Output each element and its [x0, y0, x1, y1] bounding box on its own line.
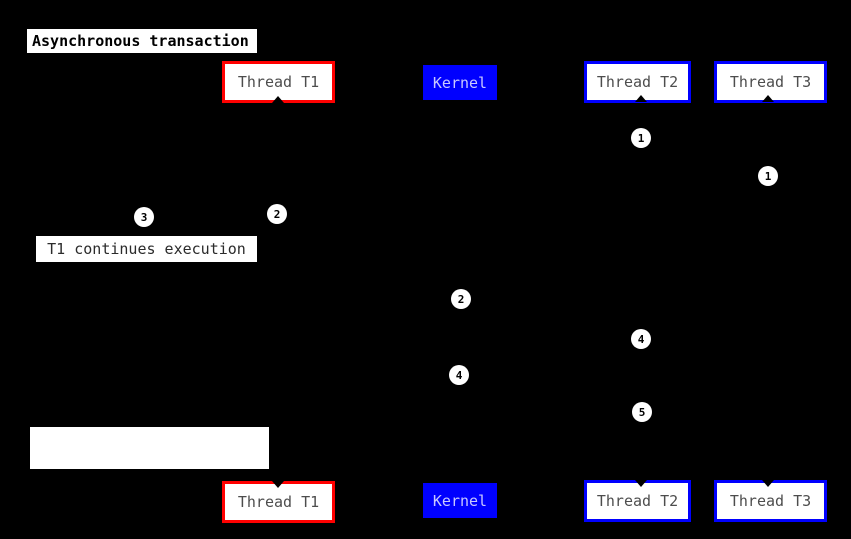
- lifeline-arrowhead-t1-bottom: [272, 481, 284, 488]
- lifeline-arrowhead-t2-top: [635, 95, 647, 102]
- sequence-marker-2-kernel: 2: [451, 289, 471, 309]
- sequence-marker-4-kernel: 4: [449, 365, 469, 385]
- sequence-marker-5-t2: 5: [632, 402, 652, 422]
- sequence-marker-3: 3: [134, 207, 154, 227]
- lifeline-arrowhead-t3-bottom: [762, 480, 774, 487]
- lifeline-arrowhead-t2-bottom: [635, 480, 647, 487]
- sequence-marker-1-t2: 1: [631, 128, 651, 148]
- lifeline-arrowhead-t1-top: [272, 96, 284, 103]
- note-t1-continues: T1 continues execution: [36, 236, 257, 262]
- sequence-marker-1-t3: 1: [758, 166, 778, 186]
- sequence-marker-4-t2: 4: [631, 329, 651, 349]
- sequence-marker-2-t1: 2: [267, 204, 287, 224]
- lifeline-arrowhead-t3-top: [762, 95, 774, 102]
- actor-thread-t3-bottom: Thread T3: [714, 480, 827, 522]
- actor-kernel-top: Kernel: [423, 65, 497, 100]
- note-box-empty: [30, 427, 269, 469]
- diagram-title: Asynchronous transaction: [27, 29, 257, 53]
- actor-thread-t2-bottom: Thread T2: [584, 480, 691, 522]
- actor-kernel-bottom: Kernel: [423, 483, 497, 518]
